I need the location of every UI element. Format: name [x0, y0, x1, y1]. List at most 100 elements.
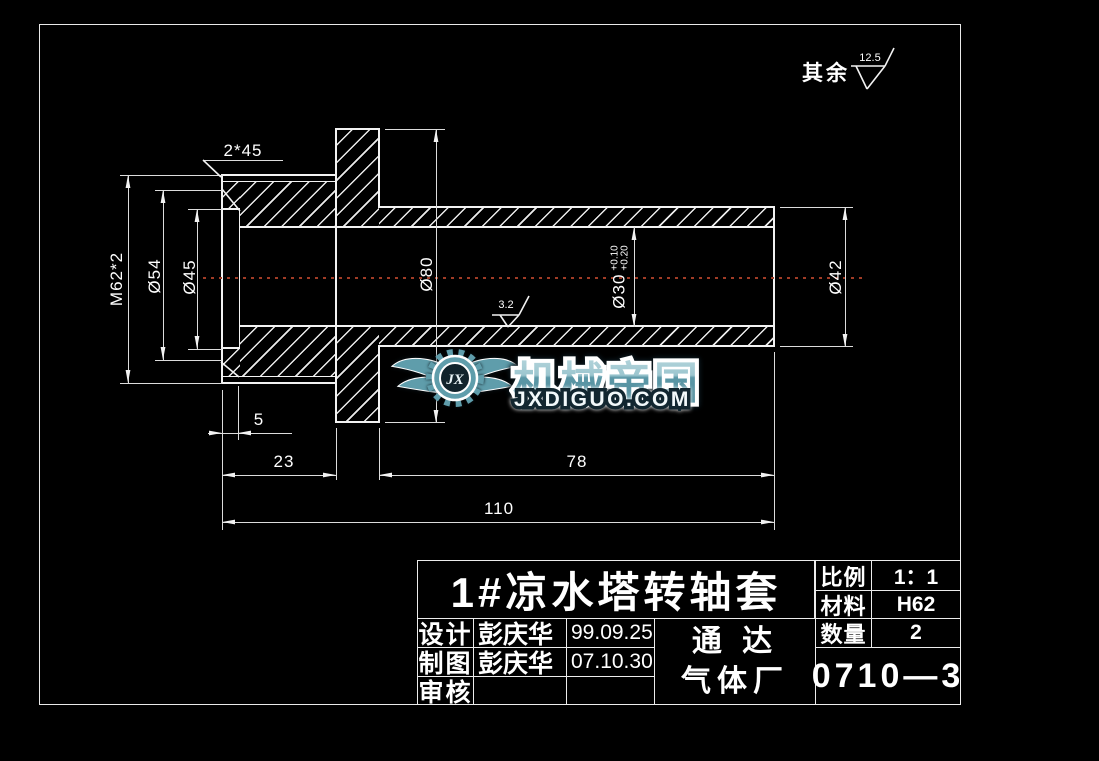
roughness32-right: [507, 314, 520, 328]
hatch-thread-wall-top: [240, 181, 336, 227]
roughness125-right: [866, 65, 886, 90]
leader-chamfer-underline: [203, 160, 283, 161]
ext-collar-left: [336, 428, 337, 480]
dim-chamfer: 2*45: [223, 141, 263, 160]
hatch-collar-bottom: [336, 327, 379, 423]
dim-len23: 23: [273, 452, 295, 471]
dimline-110: [222, 522, 775, 523]
dimline-d45: [197, 209, 198, 349]
drawing-number: 0710—3: [812, 647, 961, 705]
ext-d45-bottom: [188, 349, 222, 350]
hatch-tube-wall-top: [379, 207, 775, 227]
dim-len110: 110: [483, 499, 515, 518]
ext-m62-bottom: [120, 383, 222, 384]
watermark-site: JXDIGUO.COM: [514, 388, 691, 411]
material-value: H62: [871, 590, 961, 619]
designer-name: 彭庆华: [473, 618, 567, 649]
role-label-review: 审核: [417, 676, 474, 707]
general-roughness-value: 12.5: [859, 52, 881, 64]
design-date: 99.09.25: [566, 618, 655, 648]
bore-top-line: [240, 226, 775, 228]
ext-d42-bottom: [780, 346, 853, 347]
roughness32-flank: [518, 295, 530, 316]
company-name: 通 达 气体厂: [654, 618, 816, 705]
scale-value: 1：1: [871, 560, 961, 591]
hatch-tube-wall-bottom: [379, 327, 775, 347]
collar-top-line: [335, 128, 380, 130]
roughness125-flank: [884, 47, 895, 67]
collar-bottom-line: [335, 421, 380, 423]
watermark-site-outline: JXDIGUO.COM: [511, 385, 692, 415]
dim-dia45: Ø45: [180, 259, 199, 295]
logo-initials: JX: [445, 372, 465, 388]
ext-collar-right: [379, 428, 380, 480]
ext-left-face: [222, 390, 223, 530]
general-roughness-prefix: 其余: [802, 62, 850, 85]
counterbore-top-line: [222, 208, 240, 210]
dim-len78: 78: [566, 452, 588, 471]
ext-d54-top: [155, 190, 222, 191]
collar-right-lower-line: [378, 346, 380, 423]
material-label: 材料: [815, 590, 872, 619]
hatch-counterbore-wall-top: [222, 181, 240, 209]
dimline-d54: [163, 190, 164, 360]
chamfer-line-top: [221, 188, 241, 212]
dimline-78: [379, 475, 775, 476]
part-title: 1#凉水塔转轴套: [417, 560, 815, 619]
scale-label: 比例: [815, 560, 872, 591]
quantity-value: 2: [871, 618, 961, 648]
ext-d42-top: [780, 207, 853, 208]
ext-d80-top: [385, 129, 445, 130]
thread-od-top-line: [222, 174, 336, 176]
dim-dia42: Ø42: [826, 259, 845, 295]
counterbore-bottom-line: [222, 347, 240, 349]
ext-d54-bottom: [155, 360, 222, 361]
company-line1: 通 达: [691, 624, 779, 658]
reviewer-name: [473, 676, 567, 705]
dim-dia80: Ø80: [417, 256, 436, 292]
tube-od-bottom-line: [378, 345, 775, 347]
dimension-arrowheads: [125, 129, 848, 525]
collar-left-edge-line: [335, 129, 337, 423]
roughness125-left: [855, 65, 868, 90]
thread-root-top-line: [222, 181, 336, 182]
centerline: [203, 277, 863, 279]
thread-od-bottom-line: [222, 382, 336, 384]
roughness32-left: [499, 314, 509, 328]
collar-right-upper-line: [378, 129, 380, 208]
right-end-face-line: [773, 206, 775, 347]
ext-right-face: [774, 352, 775, 530]
watermark-brand-outline: 机械帝国: [509, 347, 702, 412]
dim-thread: M62*2: [107, 251, 126, 307]
dim-dia30-tolerances: +0.10+0.20: [609, 245, 631, 271]
dimline-23: [222, 475, 336, 476]
dimline-d80: [436, 129, 437, 423]
chamfer-line-bottom: [220, 361, 240, 378]
dimline-d42: [845, 207, 846, 347]
watermark-brand: 机械帝国: [513, 347, 701, 411]
tolerance-lower: +0.20: [619, 245, 631, 271]
drafter-name: 彭庆华: [473, 647, 567, 678]
dim-dia30-with-tolerance: Ø30+0.10+0.20: [609, 245, 631, 309]
bore-roughness-value: 3.2: [498, 299, 514, 311]
dim-len5: 5: [253, 410, 265, 429]
quantity-label: 数量: [815, 618, 872, 648]
dim-dia54: Ø54: [145, 258, 164, 294]
dimline-d30: [634, 227, 635, 327]
draft-date: 07.10.30: [566, 647, 655, 677]
dimline-m62: [128, 175, 129, 383]
tube-od-top-line: [378, 206, 775, 208]
thread-root-bottom-line: [222, 376, 336, 377]
hatch-counterbore-wall-bottom: [222, 349, 240, 377]
ext-m62-top: [120, 175, 222, 176]
dim-dia30-value: Ø30: [609, 273, 629, 309]
chamfer-leader-line: [202, 159, 222, 178]
ext-counterbore-depth: [238, 386, 239, 440]
ext-d80-bottom: [385, 422, 445, 423]
hatch-collar-top: [336, 129, 379, 227]
company-line2: 气体厂: [681, 664, 789, 698]
left-end-face-line: [221, 174, 223, 384]
ext-d45-top: [188, 209, 222, 210]
